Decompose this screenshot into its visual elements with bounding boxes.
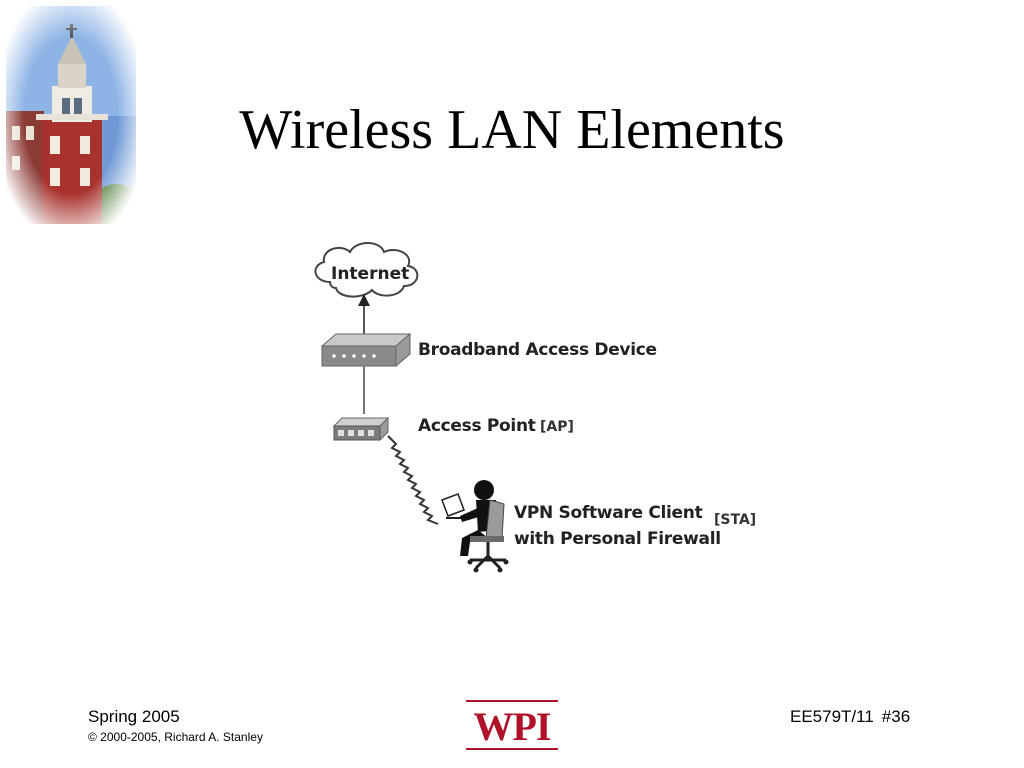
- footer-course: EE579T/11: [790, 707, 874, 726]
- internet-label: Internet: [331, 264, 410, 284]
- wpi-logo-icon: WPI: [466, 700, 558, 750]
- broadband-device-icon: [320, 332, 412, 368]
- footer-term: Spring 2005: [88, 707, 180, 726]
- building-photo-icon: [6, 6, 136, 224]
- client-label-line2: with Personal Firewall: [514, 529, 721, 549]
- access-point-icon: [332, 416, 390, 442]
- slide-title: Wireless LAN Elements: [239, 99, 785, 161]
- svg-text:WPI: WPI: [474, 704, 551, 749]
- footer-course-page: EE579T/11 #36: [790, 707, 910, 727]
- footer-page: #36: [881, 707, 911, 726]
- client-label-line1: VPN Software Client: [514, 503, 703, 523]
- client-tag: [STA]: [714, 512, 757, 528]
- wireless-link-icon: [387, 435, 439, 525]
- user-workstation-icon: [441, 480, 509, 573]
- internet-cloud-icon: [314, 242, 419, 298]
- footer-copyright: © 2000-2005, Richard A. Stanley: [88, 730, 263, 744]
- broadband-device-label: Broadband Access Device: [418, 340, 657, 360]
- access-point-label: Access Point: [418, 416, 536, 436]
- wlan-diagram: [314, 242, 509, 573]
- access-point-tag: [AP]: [540, 419, 574, 435]
